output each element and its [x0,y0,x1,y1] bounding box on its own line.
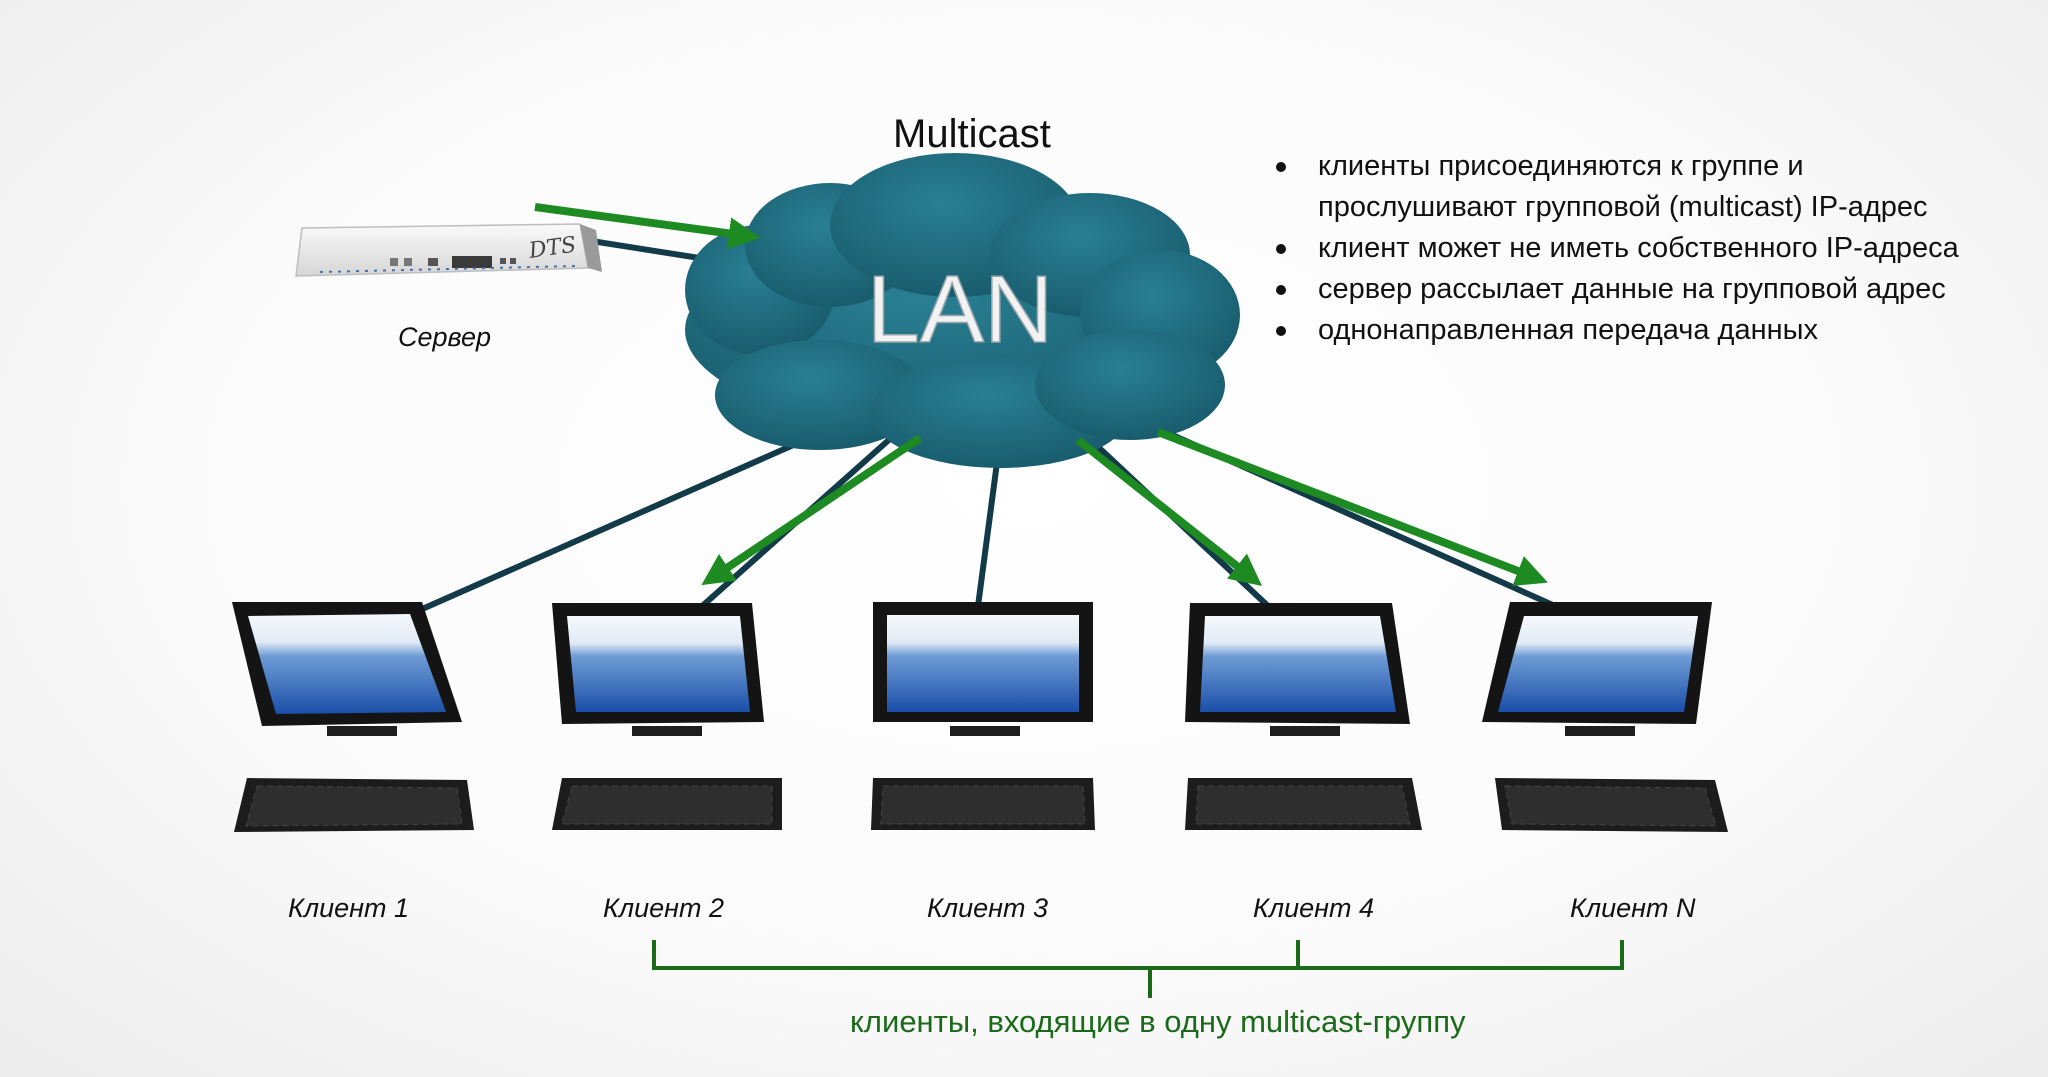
keyboard [1185,778,1422,830]
feature-item: клиенты присоединяются к группе и [1270,146,1959,187]
client-computer-2 [552,603,782,830]
feature-item: прослушивают групповой (multicast) IP-ад… [1318,191,1928,223]
client-label-1: Клиент 1 [288,893,410,923]
client-computer-n [1482,602,1728,832]
client-label-4: Клиент 4 [1253,893,1375,923]
feature-list: клиенты присоединяются к группе и прослу… [1270,146,1959,351]
server-device: DTS [295,223,602,277]
client-label-3: Клиент 3 [927,893,1049,923]
client-workstations [232,602,1728,832]
keyboard [552,778,782,830]
client-computer-4 [1185,603,1422,830]
group-caption: клиенты, входящие в одну multicast-групп… [850,1004,1466,1039]
keyboard [871,778,1095,830]
client-computer-3 [871,602,1095,830]
server-label: Сервер [398,322,492,352]
monitor [873,602,1093,736]
diagram-title: Multicast [893,112,1051,156]
client-label-n: Клиент N [1570,893,1696,923]
lan-cloud: LAN [685,153,1240,468]
keyboard [1495,778,1728,832]
monitor [552,603,764,736]
cable-client-1 [418,417,852,613]
group-bracket [652,940,1624,998]
lan-label: LAN [867,256,1054,363]
arrow-to-client-n [1156,428,1548,587]
client-label-2: Клиент 2 [603,893,725,923]
keyboard [234,778,474,832]
feature-item: сервер рассылает данные на групповой адр… [1270,269,1959,310]
client-computer-1 [232,602,474,832]
arrow-server-to-lan [534,203,761,250]
monitor [232,602,462,736]
feature-item: клиент может не иметь собственного IP-ад… [1270,228,1959,269]
monitor [1482,602,1712,736]
arrow-to-client-2 [701,434,923,586]
monitor [1185,603,1410,736]
arrow-to-client-4 [1075,436,1263,586]
multicast-arrows [534,203,1548,587]
feature-item: однонаправленная передача данных [1270,310,1959,351]
